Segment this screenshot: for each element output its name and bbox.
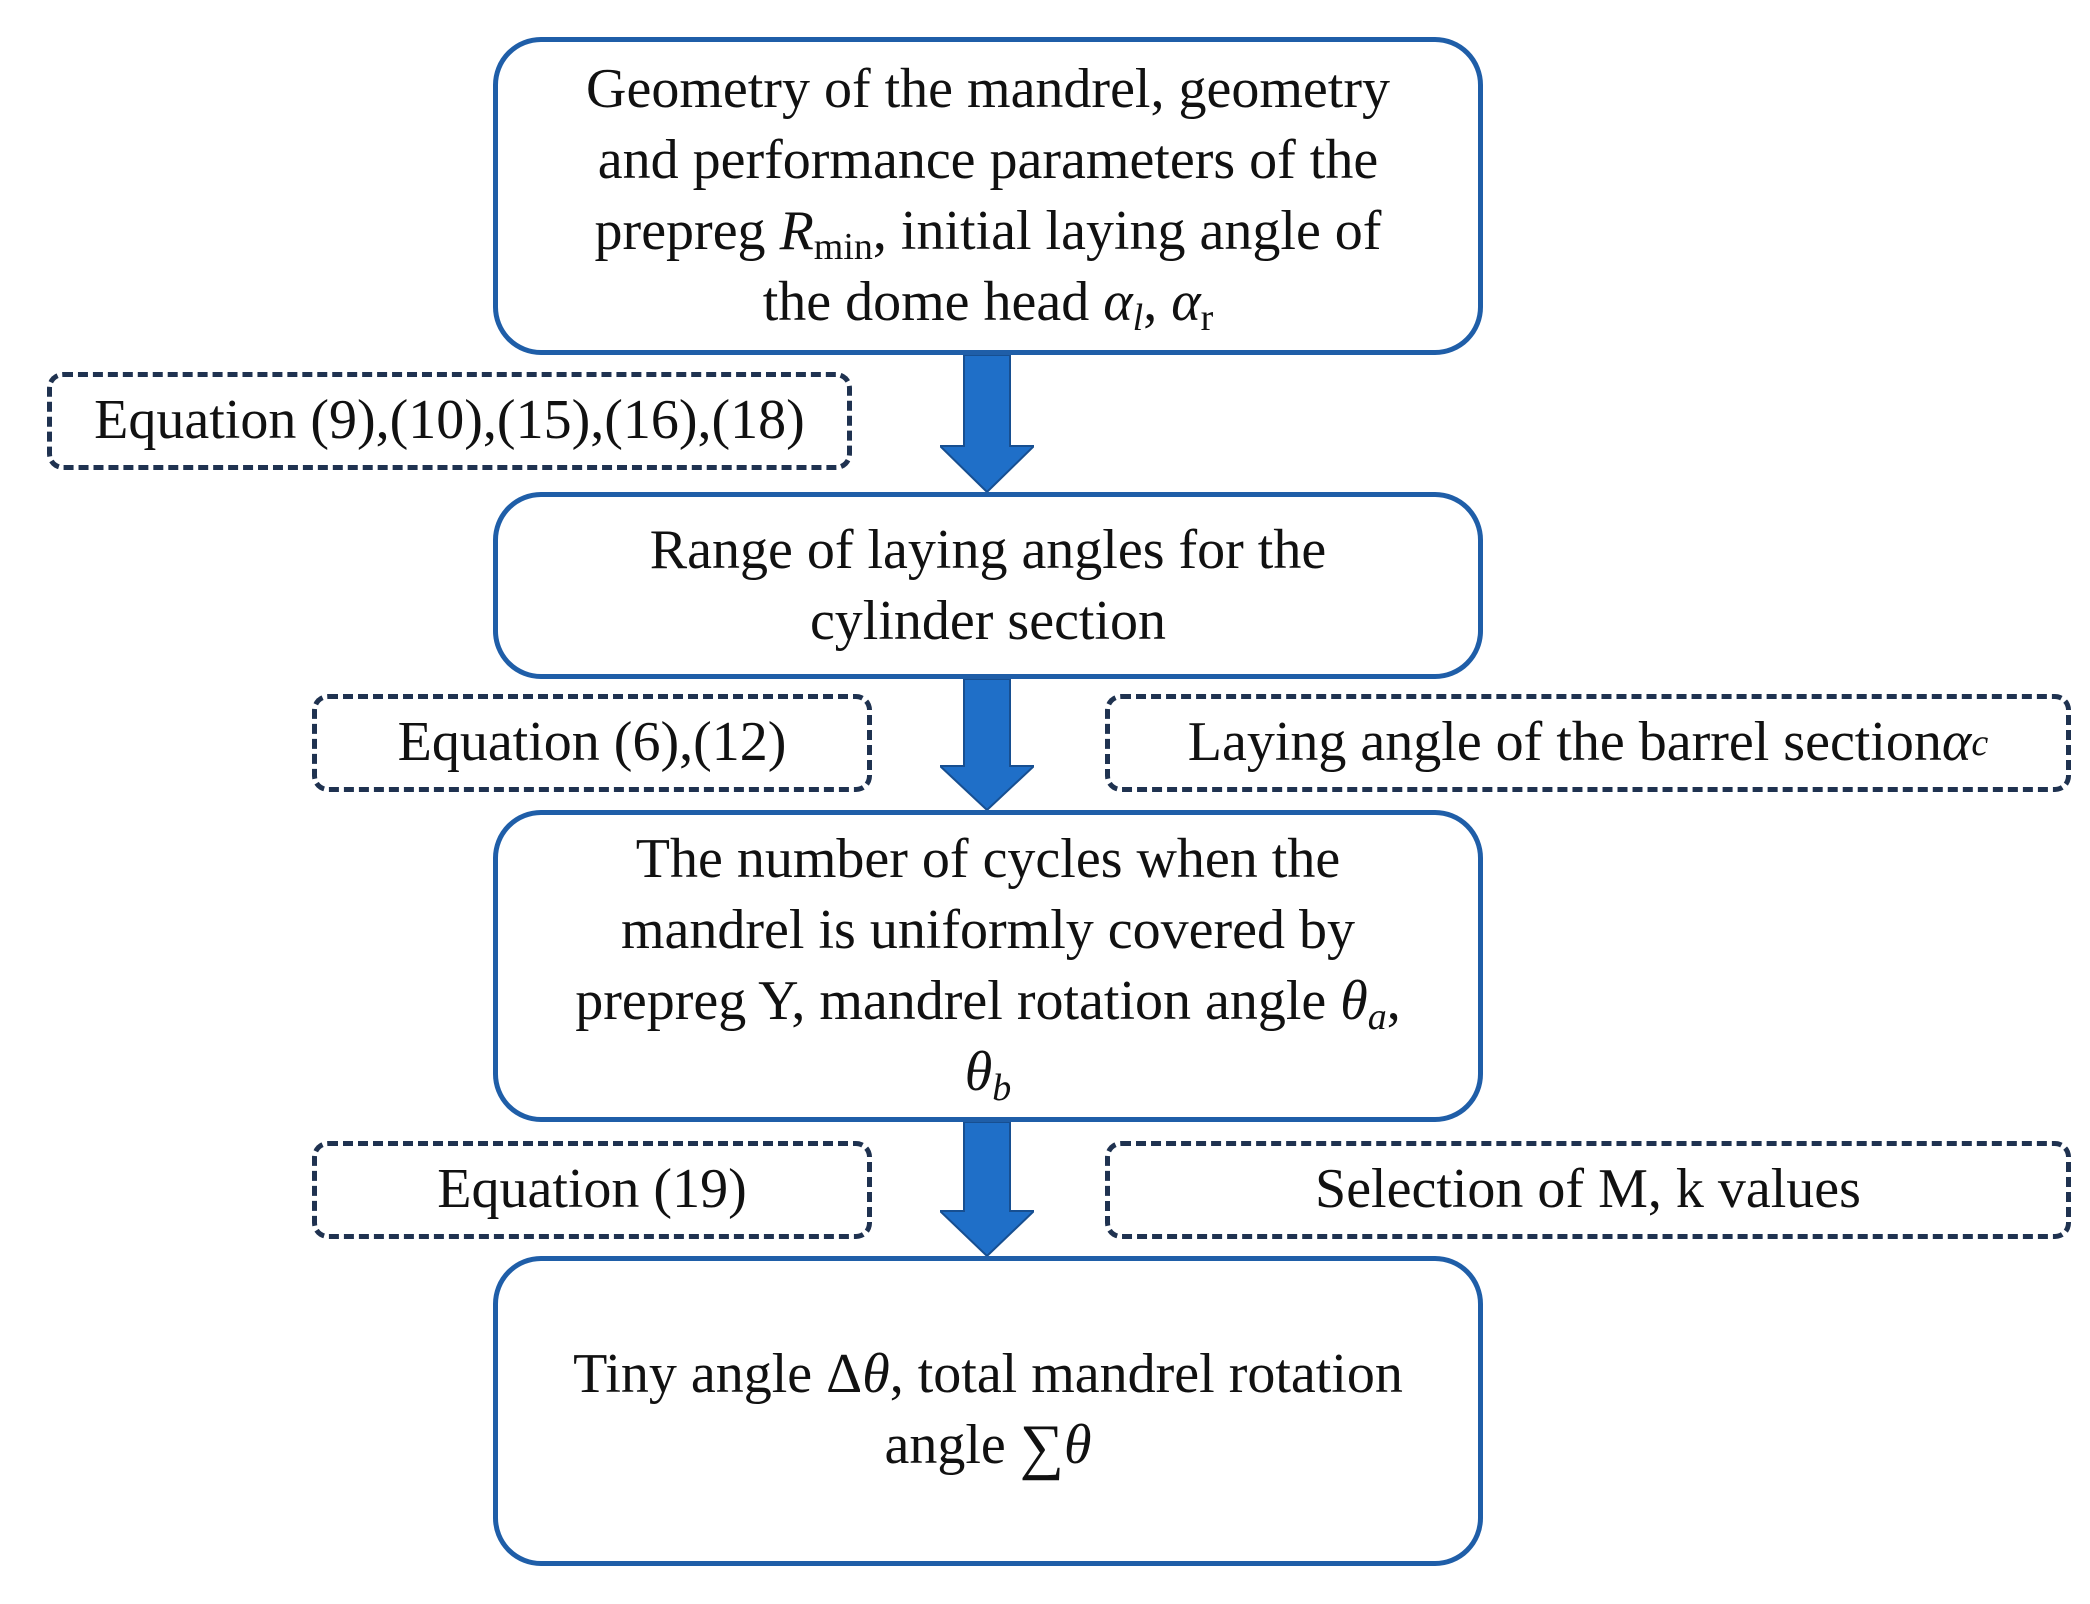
down-arrow-3 [940,1122,1034,1256]
initial-angle-text: , initial laying angle of [872,200,1382,262]
range-line-1: Range of laying angles for the [649,518,1327,581]
cycles-line-2: mandrel is uniformly covered by [620,899,1355,961]
down-arrow-icon [940,679,1034,810]
theta-a-subscript: a [1367,996,1387,1038]
alpha-c-symbol: α [1941,711,1972,774]
input-line-2: and performance parameters of the [597,129,1379,191]
cylinder-angle-range-box: Range of laying angles for the cylinder … [493,492,1483,679]
angle-prefix: angle [884,1414,1020,1476]
equation-note-tiny-angle: Equation (19) [312,1141,872,1239]
alpha-separator: , [1143,271,1172,333]
cycles-rotation-box: The number of cycles when the mandrel is… [493,810,1483,1122]
cycles-line-1: The number of cycles when the [635,828,1341,890]
cycles-rotation-text: The number of cycles when the mandrel is… [575,824,1401,1108]
tiny-angle-line-1: Tiny angle Δθ, total mandrel rotation [573,1339,1403,1410]
dome-head-prefix: the dome head [762,271,1104,333]
tiny-angle-total-rotation-box: Tiny angle Δθ, total mandrel rotation an… [493,1256,1483,1566]
barrel-angle-prefix: Laying angle of the barrel section [1187,711,1942,774]
r-subscript: min [813,226,873,268]
tiny-angle-total-rotation-text: Tiny angle Δθ, total mandrel rotation an… [573,1339,1403,1483]
input-line-1: Geometry of the mandrel, geometry [586,58,1390,120]
input-parameters-box: Geometry of the mandrel, geometry and pe… [493,37,1483,355]
delta-theta-symbol: θ [862,1343,890,1405]
rotation-angle-prefix: prepreg Y, mandrel rotation angle [575,970,1341,1032]
alpha-l-symbol: α [1103,271,1133,333]
equation-note-cycles: Equation (6),(12) [312,694,872,792]
down-arrow-1 [940,355,1034,492]
down-arrow-icon [940,355,1034,492]
alpha-l-subscript: l [1132,297,1144,339]
r-symbol: R [779,200,814,262]
theta-b-symbol: θ [964,1041,993,1103]
range-line-2: cylinder section [809,589,1167,652]
alpha-r-subscript: r [1200,297,1214,339]
sum-symbol: ∑ [1019,1413,1064,1481]
input-line-3: prepreg Rmin, initial laying angle of [586,196,1390,267]
prepreg-prefix: prepreg [594,200,780,262]
total-rotation-text: , total mandrel rotation [889,1343,1403,1405]
alpha-r-symbol: α [1171,271,1201,333]
cycles-line-3: prepreg Y, mandrel rotation angle θa, [575,966,1401,1037]
input-line-4: the dome head αl, αr [586,267,1390,338]
theta-a-symbol: θ [1340,970,1368,1032]
theta-b-subscript: b [992,1067,1012,1109]
cycles-line-4: θb [575,1037,1401,1108]
down-arrow-2 [940,679,1034,810]
tiny-angle-prefix: Tiny angle [573,1343,827,1405]
down-arrow-icon [940,1122,1034,1256]
input-parameters-text: Geometry of the mandrel, geometry and pe… [586,54,1390,338]
delta-symbol: Δ [826,1343,863,1405]
sum-theta-symbol: θ [1063,1414,1092,1476]
m-k-selection-note: Selection of M, k values [1105,1141,2071,1239]
rotation-separator: , [1386,970,1401,1032]
tiny-angle-line-2: angle ∑θ [573,1410,1403,1483]
equation-note-range: Equation (9),(10),(15),(16),(18) [47,372,852,470]
cylinder-angle-range-text: Range of laying angles for the cylinder … [650,515,1326,657]
